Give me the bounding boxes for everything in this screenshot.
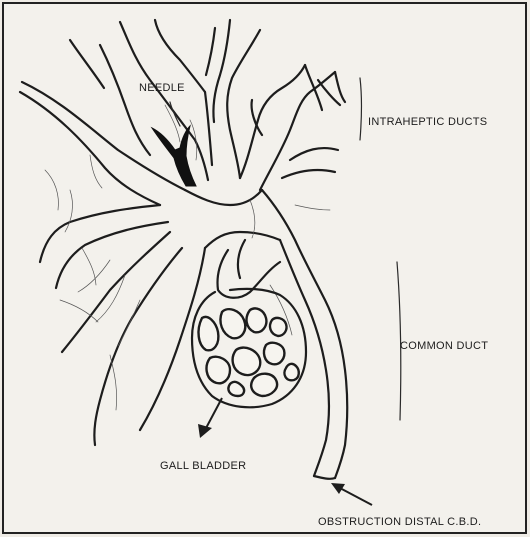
needle-label: NEEDLE — [139, 82, 185, 94]
obstruction-label: OBSTRUCTION DISTAL C.B.D. — [318, 516, 481, 528]
gall-bladder-label: GALL BLADDER — [160, 460, 246, 472]
common-duct-label: COMMON DUCT — [400, 340, 488, 352]
figure-border — [3, 3, 526, 533]
intrahepatic-ducts-label: INTRAHEPTIC DUCTS — [368, 116, 487, 128]
